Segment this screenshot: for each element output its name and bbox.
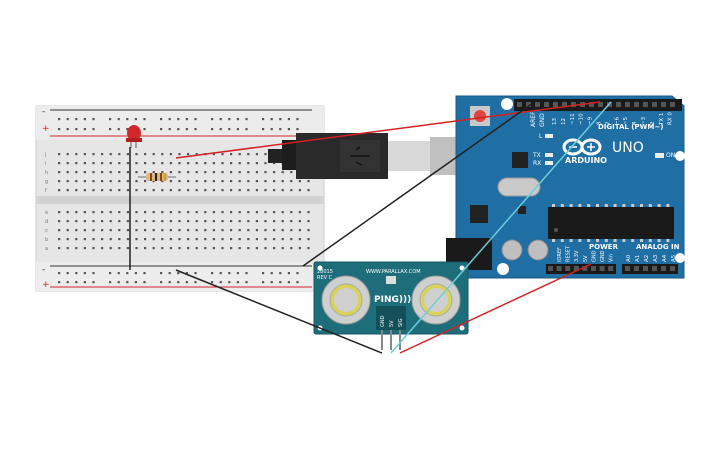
digital-pin-label: 12 bbox=[561, 118, 567, 125]
digital-pin-label: 4 bbox=[632, 121, 638, 125]
rail-plus-bottom: + bbox=[42, 280, 50, 290]
l-led-label: L bbox=[539, 133, 543, 140]
sensor-pin-label: GND bbox=[380, 315, 386, 327]
analog-pin-label: A0 bbox=[626, 254, 632, 262]
reset-button-cap bbox=[474, 110, 486, 122]
sensor-led bbox=[386, 276, 396, 284]
power-pin-label: 3.3V bbox=[574, 250, 580, 262]
power-pin-label: GND bbox=[591, 250, 597, 262]
digital-label: DIGITAL (PWM~) bbox=[598, 123, 663, 131]
sensor-rev-label: REV C bbox=[317, 275, 333, 281]
sensor-pin-header bbox=[376, 306, 406, 330]
tx-led bbox=[545, 153, 553, 157]
row-letter: g bbox=[45, 179, 48, 185]
row-letter: d bbox=[45, 219, 48, 225]
rail-minus-top: - bbox=[42, 107, 45, 117]
analog-label: ANALOG IN bbox=[636, 243, 680, 251]
analog-pin-label: A4 bbox=[662, 254, 668, 262]
rx-led-label: RX bbox=[533, 160, 541, 167]
sensor-signal-wire bbox=[390, 101, 612, 354]
on-led-label: ON bbox=[666, 152, 675, 159]
breadboard-holes bbox=[58, 118, 310, 284]
digital-pin-label: 7 bbox=[605, 121, 611, 125]
atmega-chip-pins bbox=[552, 204, 670, 242]
digital-pin-label: 8 bbox=[597, 121, 603, 125]
row-letter: f bbox=[45, 188, 47, 194]
row-letter: j bbox=[44, 152, 46, 158]
sensor-5v-wire bbox=[399, 263, 592, 354]
row-letter: e bbox=[45, 210, 48, 216]
wires bbox=[129, 101, 612, 354]
analog-pin-label: A1 bbox=[635, 255, 641, 262]
sensor-pin-label: SIG bbox=[398, 318, 404, 327]
sensor-pin-label: 5V bbox=[389, 320, 395, 327]
uno-model-label: UNO bbox=[612, 140, 644, 156]
tx-led-label: TX bbox=[532, 152, 541, 159]
analog-pin-label: A2 bbox=[644, 255, 650, 262]
sensor-ground-wire bbox=[175, 269, 383, 354]
analog-header bbox=[622, 264, 678, 274]
power-pin-label: Vin bbox=[609, 254, 615, 262]
atmega-chip bbox=[548, 207, 674, 239]
analog-pin-label: A5 bbox=[671, 254, 677, 262]
digital-pin-label: 2 bbox=[650, 122, 656, 126]
rx-led bbox=[545, 161, 553, 165]
gnd-label-digital: GND bbox=[539, 113, 546, 127]
sensor-website-label: WWW.PARALLAX.COM bbox=[366, 269, 421, 275]
breadboard-ground-wire bbox=[302, 102, 534, 267]
capacitor-1 bbox=[501, 239, 523, 261]
arduino-infinity-logo bbox=[562, 138, 602, 156]
l-led bbox=[545, 134, 553, 138]
digital-pin-label: RX 0 bbox=[668, 112, 674, 125]
power-pin-label: 5V bbox=[583, 255, 589, 262]
on-led bbox=[655, 153, 664, 158]
aref-label: AREF bbox=[530, 111, 537, 127]
resistor bbox=[138, 173, 176, 181]
voltage-regulator bbox=[470, 205, 488, 223]
row-letter: c bbox=[45, 228, 48, 234]
digital-pin-label: ~3 bbox=[641, 116, 647, 125]
power-label: POWER bbox=[589, 243, 619, 251]
row-letter: b bbox=[45, 237, 48, 243]
digital-pin-label: ~9 bbox=[588, 116, 594, 125]
sensor-model-label: 28015 bbox=[317, 269, 333, 275]
rail-plus-top: + bbox=[42, 124, 50, 134]
rail-minus-bottom: - bbox=[42, 265, 45, 275]
resistor-signal-wire bbox=[175, 101, 601, 159]
row-letter: a bbox=[45, 246, 48, 252]
usb-chip bbox=[512, 152, 528, 168]
crystal-oscillator bbox=[497, 177, 541, 197]
power-header-pins bbox=[548, 266, 675, 271]
digital-pin-label: ~11 bbox=[570, 113, 576, 125]
row-letter: h bbox=[45, 170, 48, 176]
digital-pin-label: ~5 bbox=[623, 116, 629, 125]
digital-pin-label: ~10 bbox=[579, 113, 585, 125]
row-letter: i bbox=[45, 161, 46, 167]
capacitor-2 bbox=[527, 239, 549, 261]
power-pin-label: RESET bbox=[566, 245, 572, 262]
ping-ultrasonic-sensor: 28015 REV C WWW.PARALLAX.COM PING))) GND… bbox=[313, 261, 469, 350]
digital-pin-label: ~6 bbox=[614, 116, 620, 125]
small-chip bbox=[518, 206, 526, 214]
sensor-name-label: PING))) bbox=[374, 295, 411, 305]
arduino-brand-label: ARDUINO bbox=[565, 156, 607, 165]
power-pin-label: IOREF bbox=[557, 247, 563, 262]
analog-pin-label: A3 bbox=[653, 254, 659, 262]
red-led bbox=[126, 125, 142, 148]
digital-pin-label: 13 bbox=[552, 118, 558, 125]
digital-pin-label: TX 1 bbox=[659, 113, 665, 126]
power-pin-label: GND bbox=[600, 250, 606, 262]
